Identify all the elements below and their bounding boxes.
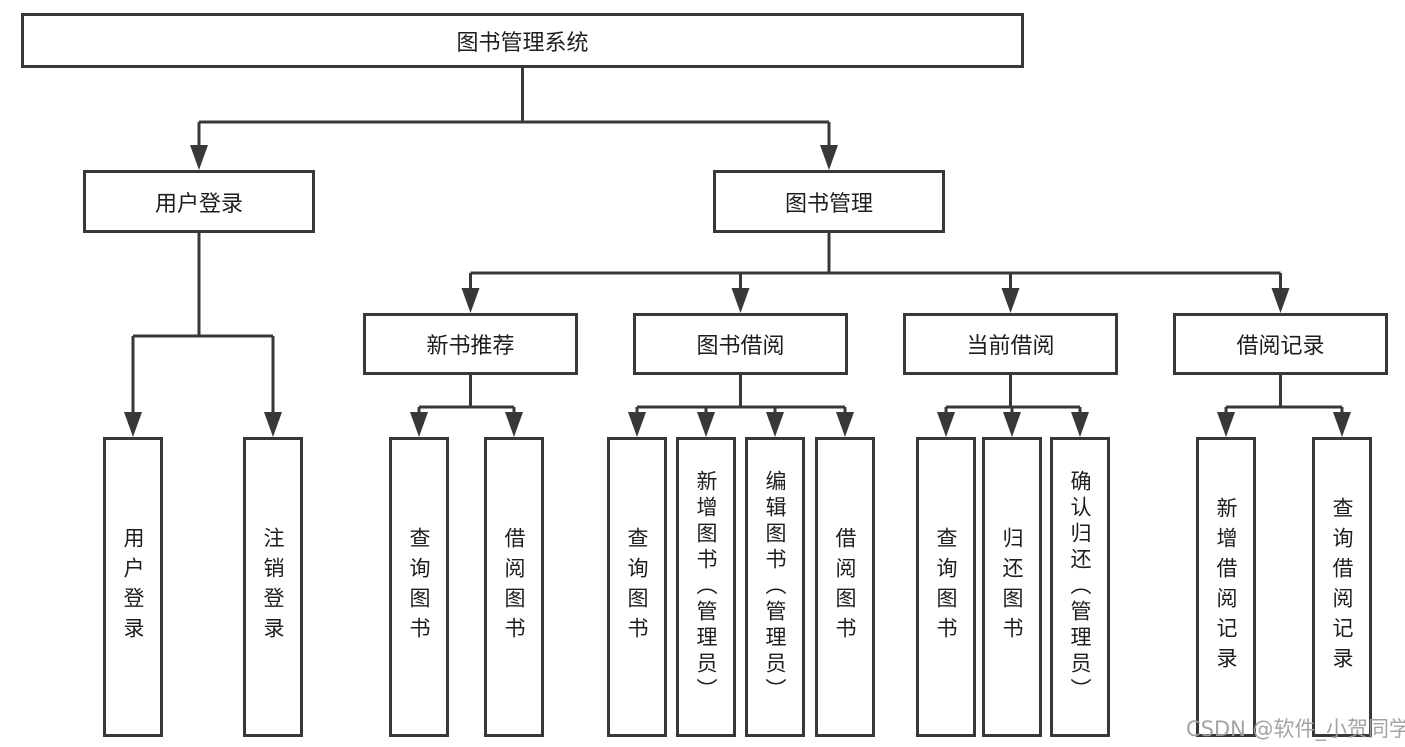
- node-label: 当前借阅: [966, 334, 1055, 359]
- connector-bookborrow-to-children: [635, 375, 847, 415]
- node-leaf-query-books-borrow: 查询图书: [607, 437, 667, 737]
- arrow-icon: [731, 288, 750, 313]
- node-borrow-records: 借阅记录: [1173, 313, 1388, 375]
- connector-userlogin-to-children: [131, 233, 275, 415]
- node-leaf-borrow-books-recommend: 借阅图书: [484, 437, 544, 737]
- node-label: 新增图书（管理员）: [694, 470, 718, 704]
- node-label: 新书推荐: [426, 334, 515, 359]
- arrow-icon: [124, 412, 142, 437]
- connector-currentborrow-to-children: [944, 375, 1082, 415]
- node-label: 查询图书: [934, 527, 958, 647]
- arrow-icon: [766, 412, 784, 437]
- connector-records-to-children: [1224, 375, 1344, 415]
- arrow-icon: [505, 412, 523, 437]
- arrow-icon: [937, 412, 955, 437]
- node-leaf-confirm-return-admin: 确认归还（管理员）: [1050, 437, 1110, 737]
- node-leaf-return-books: 归还图书: [982, 437, 1042, 737]
- node-label: 查询图书: [407, 527, 431, 647]
- node-label: 用户登录: [154, 191, 243, 217]
- node-label: 借阅记录: [1236, 334, 1325, 359]
- arrow-icon: [410, 412, 428, 437]
- arrow-icon: [1271, 288, 1290, 313]
- arrow-icon: [190, 145, 208, 170]
- node-label: 查询图书: [625, 527, 649, 647]
- arrow-icon: [628, 412, 646, 437]
- connector-bookmgmt-to-level3: [469, 233, 1282, 291]
- connector-newbooks-to-children: [417, 375, 516, 415]
- node-user-login: 用户登录: [83, 170, 315, 233]
- watermark: CSDN @软件_小贺同学: [1186, 717, 1405, 741]
- node-leaf-add-books-admin: 新增图书（管理员）: [676, 437, 736, 737]
- connector-root-to-level2: [197, 68, 831, 148]
- arrow-icon: [1217, 412, 1235, 437]
- arrow-icon: [1071, 412, 1089, 437]
- node-leaf-edit-books-admin: 编辑图书（管理员）: [745, 437, 805, 737]
- node-label: 借阅图书: [833, 527, 857, 647]
- node-library-management-system: 图书管理系统: [21, 13, 1024, 68]
- node-new-book-recommend: 新书推荐: [363, 313, 578, 375]
- node-book-management: 图书管理: [713, 170, 945, 233]
- arrow-icon: [461, 288, 480, 313]
- node-label: 用户登录: [121, 527, 145, 647]
- node-leaf-logout: 注销登录: [243, 437, 303, 737]
- node-label: 借阅图书: [502, 527, 526, 647]
- node-leaf-query-books-current: 查询图书: [916, 437, 976, 737]
- node-label: 图书管理: [784, 191, 873, 217]
- arrow-icon: [836, 412, 854, 437]
- node-leaf-query-borrow-record: 查询借阅记录: [1312, 437, 1372, 737]
- node-label: 注销登录: [261, 527, 285, 647]
- node-leaf-user-login: 用户登录: [103, 437, 163, 737]
- node-leaf-borrow-books: 借阅图书: [815, 437, 875, 737]
- node-label: 查询借阅记录: [1330, 497, 1354, 677]
- node-label: 编辑图书（管理员）: [763, 470, 787, 704]
- arrow-icon: [1001, 288, 1020, 313]
- arrow-icon: [697, 412, 715, 437]
- node-label: 归还图书: [1000, 527, 1024, 647]
- node-label: 图书管理系统: [456, 30, 589, 56]
- node-book-borrowing: 图书借阅: [633, 313, 848, 375]
- arrow-icon: [264, 412, 282, 437]
- arrowheads: [124, 145, 1351, 437]
- node-current-borrowing: 当前借阅: [903, 313, 1118, 375]
- node-leaf-add-borrow-record: 新增借阅记录: [1196, 437, 1256, 737]
- node-label: 图书借阅: [696, 334, 785, 359]
- arrow-icon: [1003, 412, 1021, 437]
- node-label: 确认归还（管理员）: [1068, 470, 1092, 704]
- node-label: 新增借阅记录: [1214, 497, 1238, 677]
- arrow-icon: [820, 145, 838, 170]
- node-leaf-query-books-recommend: 查询图书: [389, 437, 449, 737]
- arrow-icon: [1333, 412, 1351, 437]
